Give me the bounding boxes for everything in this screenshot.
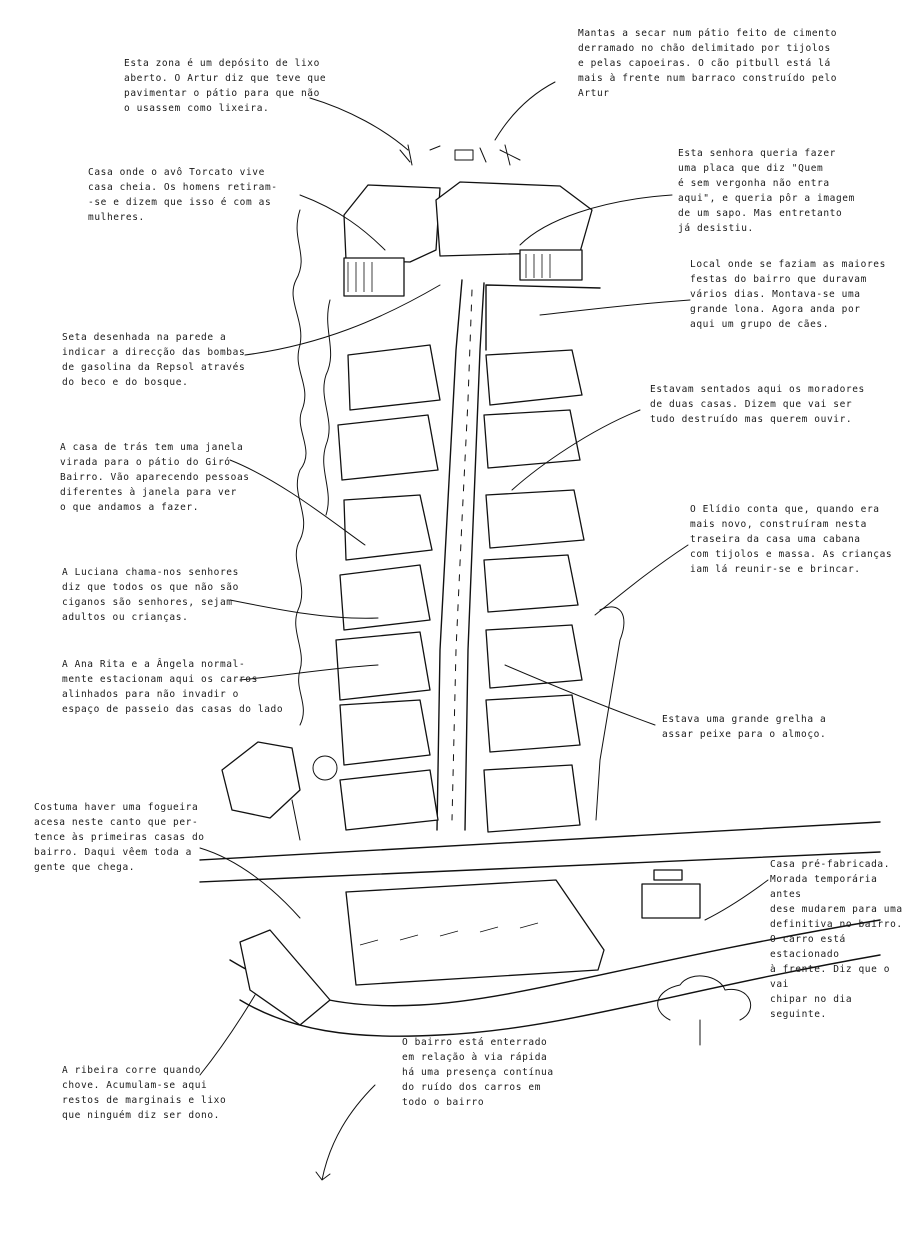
- note-ana: A Ana Rita e a Ângela normal- mente esta…: [62, 659, 284, 715]
- boundary-wall: [595, 606, 625, 821]
- arrow-deposito: [309, 97, 409, 151]
- note-deposito: Esta zona é um depósito de lixo aberto. …: [124, 58, 327, 114]
- house-top-left-front: [343, 257, 405, 297]
- note-janela: A casa de trás tem uma janela virada par…: [60, 442, 250, 513]
- isolated-house: [221, 741, 301, 819]
- street-left-edge: [436, 279, 463, 831]
- empty-lot: [485, 284, 601, 351]
- note-grelha: Estava uma grande grelha a assar peixe p…: [662, 714, 827, 740]
- arrow-seta: [244, 284, 441, 356]
- note-ribeira: A ribeira corre quando chove. Acumulam-s…: [62, 1065, 227, 1121]
- note-prefab: Casa pré-fabricada. Morada temporária an…: [770, 859, 903, 1020]
- note-luciana: A Luciana chama-nos senhores diz que tod…: [62, 567, 239, 623]
- note-mantas: Mantas a secar num pátio feito de ciment…: [578, 28, 838, 99]
- arrow-ribeira: [199, 994, 256, 1076]
- house-top-right-front: [519, 249, 583, 281]
- prefab-car: [653, 869, 683, 881]
- arrow-mantas: [494, 81, 556, 141]
- river-steps: [239, 929, 331, 1026]
- street-centre: [451, 289, 473, 821]
- house-top-left: [343, 184, 441, 263]
- arrow-luciana: [229, 599, 379, 619]
- note-senhora: Esta senhora queria fazer uma placa que …: [678, 148, 855, 234]
- arrow-fogueira: [199, 847, 301, 919]
- arrow-prefab: [704, 879, 769, 921]
- note-moradores: Estavam sentados aqui os moradores de du…: [650, 384, 865, 425]
- arrow-festas: [539, 299, 691, 316]
- tree-line-inner: [323, 299, 332, 516]
- tree-cluster: [657, 975, 752, 1046]
- long-block: [345, 879, 605, 986]
- note-seta: Seta desenhada na parede a indicar a dir…: [62, 332, 246, 388]
- note-via: O bairro está enterrado em relação à via…: [402, 1037, 554, 1108]
- arrow-janela: [229, 459, 366, 546]
- arrow-moradores: [511, 409, 641, 491]
- arrow-via: [315, 1084, 376, 1181]
- house-top-middle: [435, 181, 593, 257]
- right-row-houses: [483, 349, 585, 833]
- shrub: [312, 755, 338, 781]
- note-fogueira: Costuma haver uma fogueira acesa neste c…: [34, 802, 205, 873]
- left-row-houses: [335, 344, 441, 831]
- arrow-avo: [299, 194, 386, 251]
- arrow-ana: [239, 664, 379, 681]
- prefab-house: [641, 883, 701, 919]
- street-right-edge: [464, 282, 485, 831]
- tree-line: [292, 209, 307, 726]
- note-avo: Casa onde o avô Torcato vive casa cheia.…: [88, 167, 278, 223]
- expressway-bottom: [239, 954, 881, 1037]
- note-elidio: O Elídio conta que, quando era mais novo…: [690, 504, 893, 575]
- note-festas: Local onde se faziam as maiores festas d…: [690, 259, 886, 330]
- arrow-elidio: [594, 544, 689, 616]
- debris: [399, 144, 521, 166]
- leader-lines: [199, 81, 769, 1181]
- arrow-senhora: [519, 194, 673, 246]
- arrow-grelha: [504, 664, 656, 726]
